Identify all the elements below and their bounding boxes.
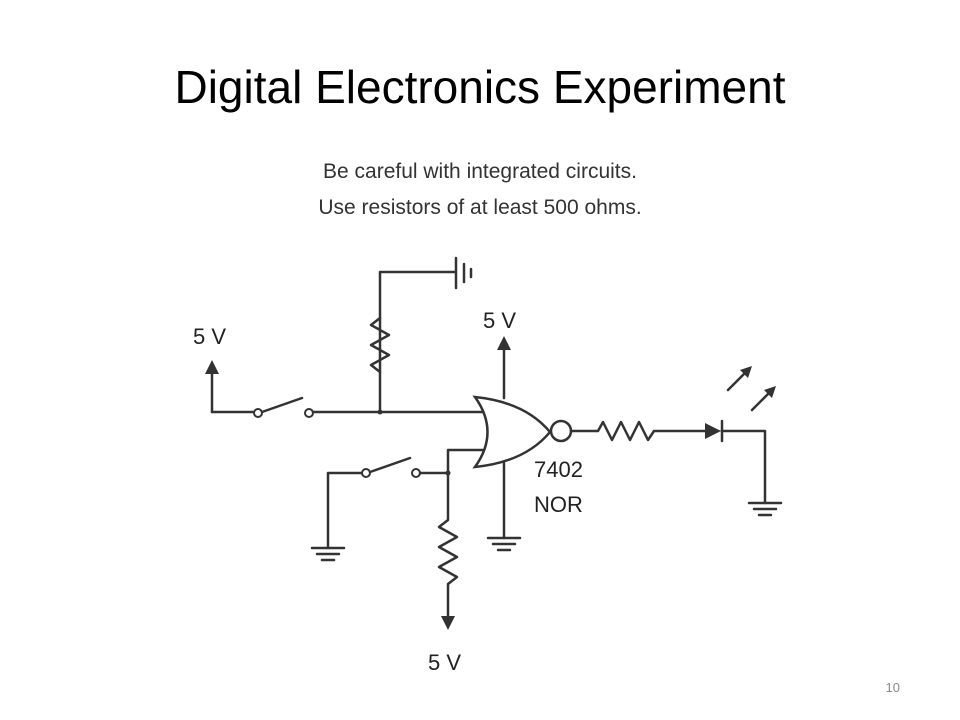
top-resistor bbox=[369, 316, 391, 374]
nor-gate-symbol bbox=[472, 395, 573, 469]
bottom-supply-label: 5 V bbox=[428, 650, 461, 675]
chip-number-label: 7402 bbox=[534, 457, 583, 482]
bottom-supply-arrow bbox=[441, 616, 455, 630]
bottom-resistor bbox=[437, 471, 459, 618]
chip-type-label: NOR bbox=[534, 492, 583, 517]
caution-note: Be careful with integrated circuits. bbox=[323, 160, 637, 183]
slide-title: Digital Electronics Experiment bbox=[174, 61, 786, 113]
input-b-wire bbox=[418, 448, 486, 475]
gate-supply-arrow bbox=[497, 336, 511, 400]
top-ground-symbol bbox=[378, 256, 473, 414]
junction-dot bbox=[445, 470, 451, 476]
output-resistor bbox=[569, 420, 707, 442]
left-supply-arrow bbox=[205, 360, 219, 414]
gate-supply-label: 5 V bbox=[483, 308, 516, 333]
page-number: 10 bbox=[885, 680, 900, 695]
led-ground-symbol bbox=[747, 501, 783, 517]
led-symbol bbox=[705, 419, 767, 505]
junction-dot bbox=[377, 409, 383, 415]
switch-b-ground-symbol bbox=[310, 471, 364, 562]
resistor-note: Use resistors of at least 500 ohms. bbox=[318, 196, 642, 219]
light-emission-arrows bbox=[726, 366, 776, 412]
left-supply-label: 5 V bbox=[193, 324, 226, 349]
switch-a bbox=[210, 396, 314, 418]
gate-ground-symbol bbox=[486, 461, 522, 552]
switch-b bbox=[361, 456, 421, 478]
